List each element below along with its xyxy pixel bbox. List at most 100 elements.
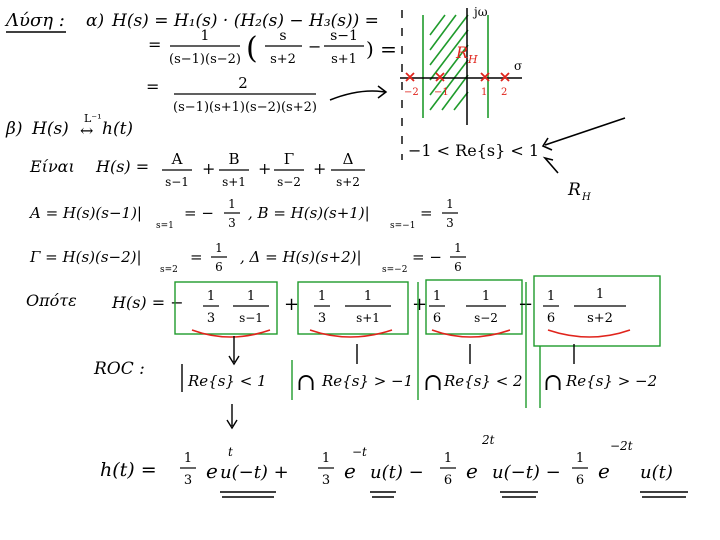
- coef-A-num: 1: [228, 197, 236, 211]
- pf-D: Δ: [343, 150, 354, 168]
- ht-u3: u(−t) −: [492, 462, 561, 483]
- coef-B-expr: , B = H(s)(s+1)|: [248, 204, 370, 222]
- pole-x-neg1: [435, 72, 445, 82]
- t3-underline: [431, 329, 511, 338]
- s-plane-diagram: jω σ R H −2 −1 1 2 −1 < Re{s} < 1 R H: [400, 5, 626, 203]
- eq3-num: 2: [238, 74, 248, 92]
- part-a-eq2-equals: =: [148, 35, 161, 54]
- inverse-laplace-label: L⁻¹: [84, 112, 102, 125]
- pf-den1: s−1: [165, 175, 189, 189]
- term-box-3: [425, 279, 523, 335]
- coef-A-den: 3: [228, 216, 236, 230]
- pf-plus-2: +: [258, 159, 271, 178]
- term-box-4: [533, 275, 661, 347]
- tick-pos1: 1: [481, 87, 487, 98]
- pf-plus-3: +: [313, 159, 326, 178]
- tick-neg2: −2: [404, 87, 419, 98]
- ht-e2: e: [344, 459, 356, 483]
- part-b-ht: h(t): [102, 119, 133, 139]
- coef-B-num: 1: [446, 197, 454, 211]
- pf-den4: s+2: [336, 175, 360, 189]
- coef-B-den: 3: [446, 216, 454, 230]
- ht-c4-num: 1: [576, 451, 584, 466]
- t4-num-a: 1: [547, 289, 555, 304]
- roc-cap-2: ∩: [423, 368, 443, 396]
- coef-A-eq: = −: [184, 204, 214, 222]
- coef-G-eval: s=2: [160, 265, 178, 275]
- eq2-term1-den: s+2: [270, 52, 296, 67]
- part-b-hs: H(s): [31, 119, 69, 139]
- op-plus-1: +: [284, 294, 299, 315]
- roc-label: ROC :: [93, 359, 145, 379]
- t4-den-a: 6: [547, 311, 555, 326]
- part-b-label: β): [5, 119, 22, 139]
- ht-underlines: [220, 491, 688, 498]
- eq2-term1-num: s: [279, 28, 286, 44]
- ht-c3-num: 1: [444, 451, 452, 466]
- ht-c1-den: 3: [184, 473, 192, 488]
- region-label-main: R: [455, 43, 468, 62]
- ht-e3: e: [466, 459, 478, 483]
- ht-u2: u(t) −: [370, 462, 424, 483]
- coef-A-eval: s=1: [156, 221, 174, 231]
- coef-D-den: 6: [454, 260, 462, 274]
- part-a-label: α): [86, 11, 104, 31]
- pf-A: A: [171, 150, 183, 168]
- pf-G: Γ: [284, 150, 294, 168]
- roc-connectors: [226, 336, 575, 430]
- coef-G-expr: Γ = H(s)(s−2)|: [29, 248, 142, 266]
- ht-exp4: −2t: [610, 439, 633, 453]
- r-arrow: [542, 156, 559, 174]
- t1-num-b: 1: [247, 289, 255, 304]
- pf-plus-1: +: [202, 159, 215, 178]
- coef-B-eq: =: [420, 204, 433, 222]
- ht-c3-den: 6: [444, 473, 452, 488]
- roc-inequality: −1 < Re{s} < 1: [408, 141, 539, 160]
- transform-arrow: ↔: [80, 121, 93, 140]
- imag-axis-label: jω: [472, 5, 488, 19]
- ht-c1-num: 1: [184, 451, 192, 466]
- op-plus-2: +: [412, 294, 427, 315]
- opote-label: Οπότε: [26, 291, 77, 310]
- roc-term-1: Re{s} < 1: [187, 372, 267, 390]
- coef-D-expr: , Δ = H(s)(s+2)|: [240, 248, 362, 266]
- pole-x-pos2: [500, 72, 510, 82]
- real-axis-label: σ: [514, 59, 522, 73]
- part-a-eq1: H(s) = H₁(s) · (H₂(s) − H₃(s)) =: [111, 11, 379, 31]
- t1-den-a: 3: [207, 311, 215, 326]
- ht-lhs: h(t) =: [100, 459, 157, 481]
- eq3-den: (s−1)(s+1)(s−2)(s+2): [173, 100, 317, 115]
- coef-A-expr: A = H(s)(s−1)|: [28, 204, 142, 222]
- roc-term-3: Re{s} < 2: [443, 372, 523, 390]
- eq2-paren-close: ) =: [366, 37, 397, 61]
- eq3-arrow-head: [377, 85, 388, 99]
- roc-term-4: Re{s} > −2: [565, 372, 657, 390]
- t2-num-b: 1: [364, 289, 372, 304]
- coef-G-den: 6: [215, 260, 223, 274]
- ht-exp2: −t: [352, 445, 367, 459]
- eiste-label: Είναι: [29, 157, 75, 176]
- t2-den-b: s+1: [356, 311, 380, 325]
- t2-num-a: 1: [318, 289, 326, 304]
- pole-x-pos1: [480, 72, 490, 82]
- tick-neg1: −1: [434, 87, 449, 98]
- coef-D-eval: s=−2: [382, 265, 407, 275]
- ht-e1: e: [206, 459, 218, 483]
- t1-num-a: 1: [207, 289, 215, 304]
- ht-c4-den: 6: [576, 473, 584, 488]
- ht-u1: u(−t) +: [220, 462, 289, 483]
- t4-den-b: s+2: [587, 311, 613, 326]
- ht-exp3: 2t: [481, 433, 495, 447]
- ht-expression: 1 3 e t u(−t) + 1 3 e −t u(t) − 1 6 e 2t…: [180, 433, 673, 488]
- coef-D-eq: = −: [412, 248, 442, 266]
- solution-label: Λύση :: [4, 10, 65, 31]
- eq2-paren-open: (: [246, 31, 258, 66]
- roc-arrow-head: [541, 137, 553, 151]
- t3-den-b: s−2: [474, 311, 498, 325]
- r-label: R: [567, 180, 581, 200]
- r-label-sub: H: [581, 192, 591, 203]
- roc-cap-3: ∩: [543, 368, 563, 396]
- final-lhs: H(s) = −: [111, 293, 184, 312]
- partial-fraction-terms: A s−1 + B s+1 + Γ s−2 + Δ s+2: [162, 150, 365, 189]
